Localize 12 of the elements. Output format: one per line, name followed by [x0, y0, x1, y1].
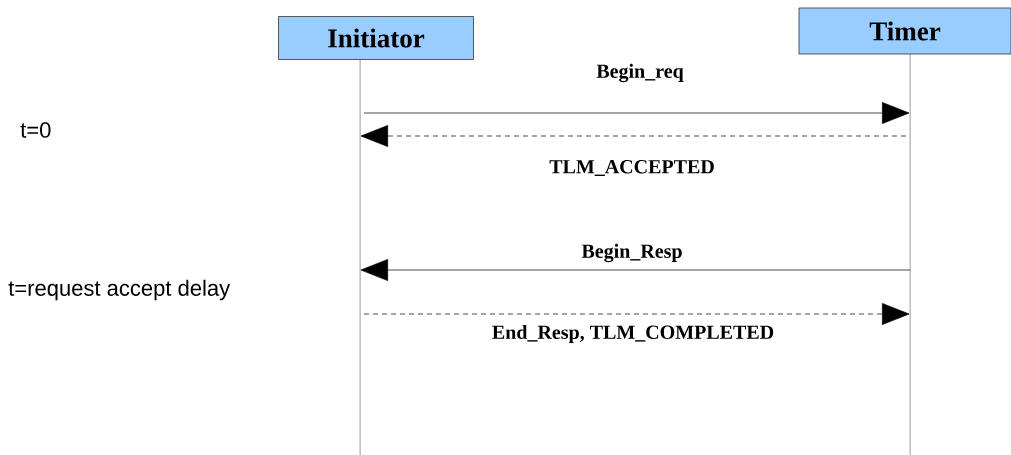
arrow: [363, 303, 910, 325]
arrow: [360, 259, 911, 281]
participant-box: Initiator: [278, 16, 474, 60]
arrow: [360, 125, 907, 147]
edge-label: TLM_ACCEPTED: [548, 159, 716, 177]
participant-box: Timer: [798, 7, 1011, 55]
edge-label: End_Resp, TLM_COMPLETED: [490, 323, 776, 345]
time-label: t=request accept delay: [8, 279, 231, 301]
arrow: [363, 102, 910, 124]
time-label: t=0: [20, 122, 51, 138]
edge-label: Begin_Resp: [580, 242, 684, 264]
edge-label: Begin_req: [595, 62, 685, 84]
